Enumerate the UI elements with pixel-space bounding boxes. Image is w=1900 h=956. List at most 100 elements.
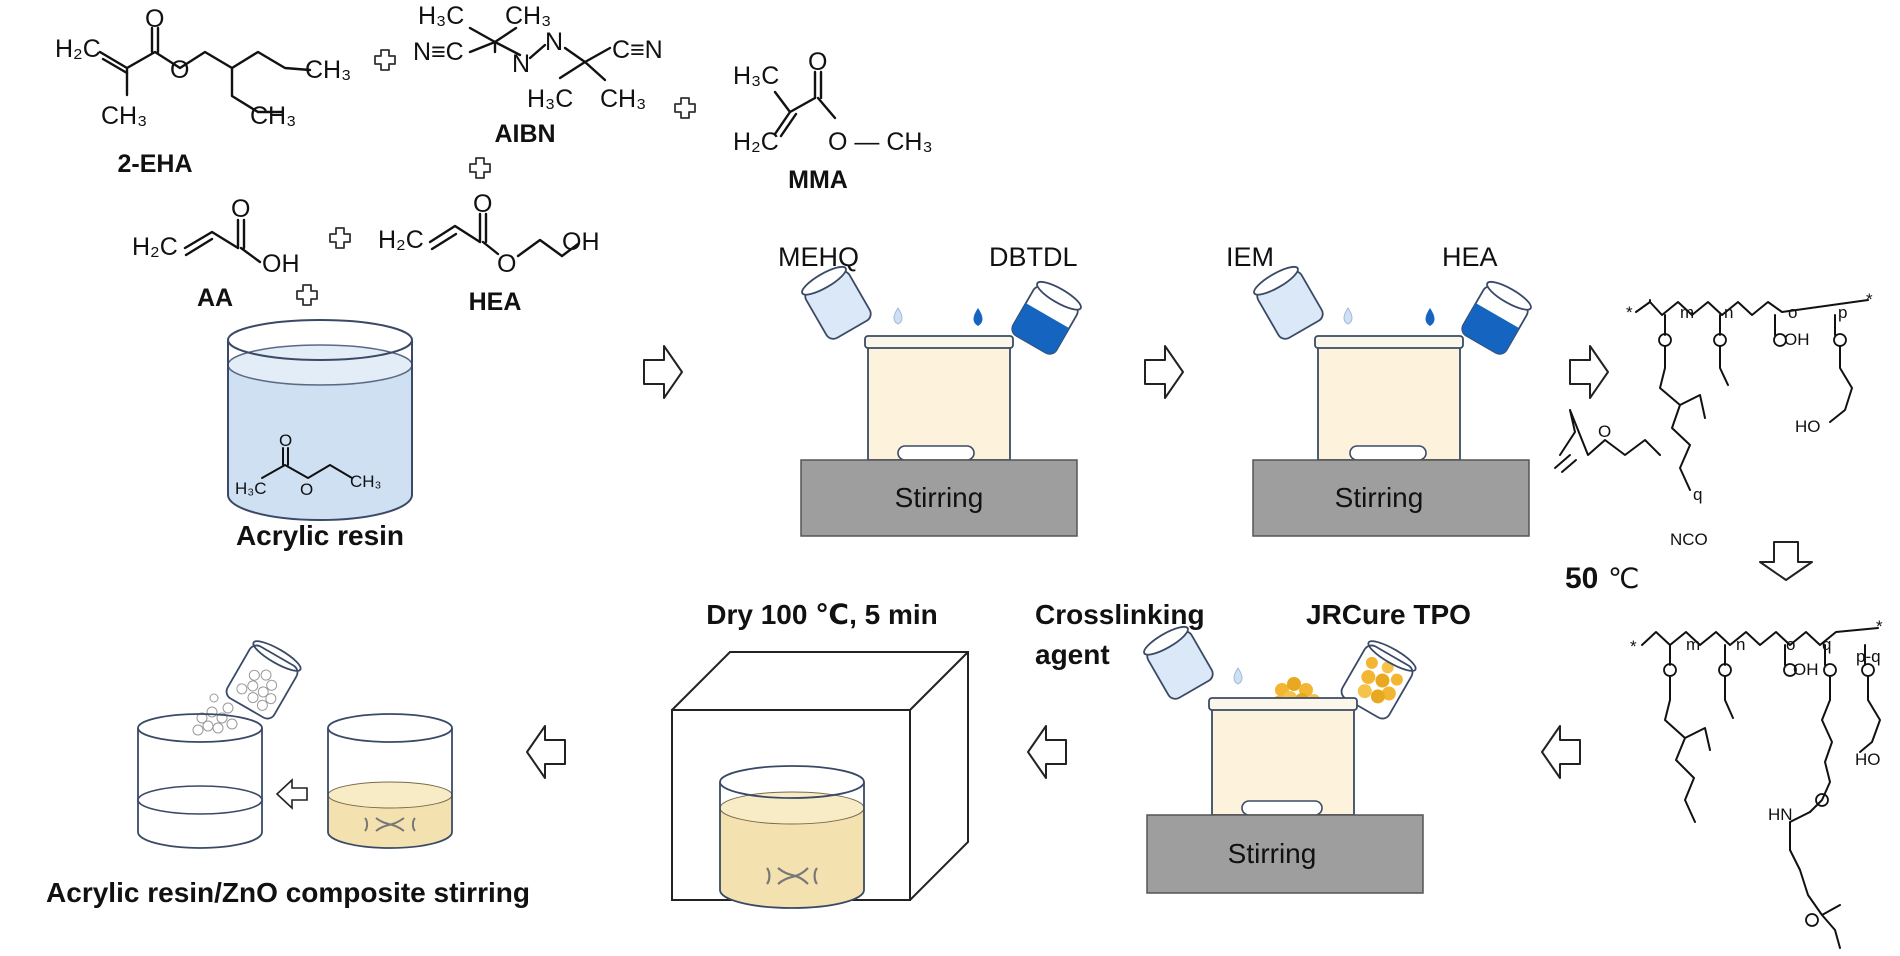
hollow-arrow-right-icon <box>1144 345 1184 399</box>
polymer-backbone-2: * * m n o q p-q OH HO HN <box>1630 617 1883 949</box>
label-mehq: MEHQ <box>778 242 859 272</box>
zno-particles-falling <box>192 693 238 736</box>
aibn-ch3-top: CH₃ <box>505 2 551 30</box>
step6-zno-composite: Acrylic resin/ZnO composite stirring <box>46 640 530 908</box>
polymer1-n: n <box>1724 303 1733 322</box>
monomer-2eha: H₂C O O CH₃ CH₃ CH₃ 2-EHA <box>55 5 351 178</box>
stirring-label: Stirring <box>895 482 984 513</box>
stir-bar-icon <box>1241 800 1323 816</box>
small-hollow-arrow-left-icon <box>275 778 308 810</box>
temperature-unit: ℃ <box>1608 563 1639 594</box>
polymer2-oh: OH <box>1793 660 1819 679</box>
plus-icon <box>374 49 396 71</box>
aibn-nc-left: N≡C <box>413 38 464 66</box>
ehma-ch3-methyl: CH₃ <box>101 102 147 130</box>
droplet-icon <box>1343 307 1353 325</box>
tilted-vial-icon <box>1011 280 1082 355</box>
tilted-vial-icon <box>801 265 872 340</box>
monomer-aibn: H₃C CH₃ N≡C N N C≡N H₃C CH₃ AIBN <box>413 2 663 148</box>
polymer2-pq: p-q <box>1856 647 1881 666</box>
polymer1-o: o <box>1788 303 1797 322</box>
solvent-ch3: CH₃ <box>350 472 381 491</box>
label-composite: Acrylic resin/ZnO composite stirring <box>46 877 530 908</box>
label-hea: HEA <box>469 288 522 316</box>
aibn-cn-right: C≡N <box>612 36 663 64</box>
hea-o-carbonyl: O <box>473 190 492 218</box>
polymer-backbone-1: * * m n o p OH HO <box>1626 290 1873 491</box>
mma-o-methyl: O — CH₃ <box>828 128 933 156</box>
label-dbtdl: DBTDL <box>989 242 1078 272</box>
polymer1-ho: HO <box>1795 417 1821 436</box>
label-acrylic-resin: Acrylic resin <box>236 520 404 551</box>
tilted-vial-icon <box>1253 265 1324 340</box>
polymer1-oh: OH <box>1784 330 1810 349</box>
beaker-icon <box>137 713 263 849</box>
droplet-icon <box>893 307 903 325</box>
monomer-hea: H₂C O O OH HEA <box>378 190 600 316</box>
aibn-ch3-bot: CH₃ <box>600 85 646 113</box>
label-jrcure-tpo: JRCure TPO <box>1306 599 1471 630</box>
label-aibn: AIBN <box>494 120 555 148</box>
stir-bar-icon <box>1349 445 1427 461</box>
iem-nco: NCO <box>1670 530 1708 549</box>
plus-icon <box>674 97 696 119</box>
ehma-ch3-chain: CH₃ <box>305 56 351 84</box>
stirrer-plate <box>1252 459 1530 537</box>
label-aa: AA <box>197 284 233 312</box>
stirrer-plate <box>1146 814 1424 894</box>
ehma-o-carbonyl: O <box>145 5 164 33</box>
plus-icon <box>329 227 351 249</box>
temperature-value: 50 <box>1565 562 1598 595</box>
solvent-beaker: O O H₃C CH₃ Acrylic resin <box>227 319 413 551</box>
aa-o: O <box>231 195 250 223</box>
ehma-h2c-atom: H₂C <box>55 35 101 63</box>
step4-stirring-setup: Crosslinking agent JRCure TPO Stirring <box>1035 599 1471 894</box>
step3-stirring-setup: IEM HEA Stirring <box>1226 242 1532 537</box>
aibn-h3c-top: H₃C <box>418 2 464 30</box>
polymer1-p: p <box>1838 303 1847 322</box>
iem-o: O <box>1598 422 1611 441</box>
droplet-icon <box>1233 667 1243 685</box>
tilted-vial-icon <box>1461 280 1532 355</box>
solvent-h3c: H₃C <box>235 479 266 498</box>
beaker-icon <box>327 713 453 849</box>
droplet-icon <box>1425 308 1435 326</box>
polymer1-star-right: * <box>1866 290 1873 309</box>
label-hea-reagent: HEA <box>1442 242 1498 272</box>
aibn-n1: N <box>512 50 530 78</box>
solvent-o: O <box>300 480 313 499</box>
hollow-arrow-left-icon <box>1027 725 1067 779</box>
stir-bar-icon <box>364 817 416 832</box>
polymer1-star-left: * <box>1626 303 1633 322</box>
hea-o-ester: O <box>497 250 516 278</box>
polymer2-o: o <box>1786 635 1795 654</box>
solvent-o-carbonyl: O <box>279 431 292 450</box>
hollow-arrow-left-icon <box>1541 725 1581 779</box>
label-2eha: 2-EHA <box>117 150 192 178</box>
step2-stirring-setup: MEHQ DBTDL Stirring <box>778 242 1082 537</box>
hea-h2c: H₂C <box>378 226 424 254</box>
label-iem: IEM <box>1226 242 1274 272</box>
tilted-vial-icon <box>1340 640 1417 720</box>
beaker-icon <box>719 765 865 909</box>
hollow-arrow-left-icon <box>526 725 566 779</box>
monomer-aa: H₂C O OH AA <box>132 195 300 312</box>
stirrer-plate <box>800 459 1078 537</box>
stirring-label: Stirring <box>1228 838 1317 869</box>
plus-icon <box>296 284 318 306</box>
aa-h2c: H₂C <box>132 233 178 261</box>
stir-bar-icon <box>766 867 818 885</box>
monomer-mma: H₃C O O — CH₃ H₂C MMA <box>733 48 933 194</box>
hea-oh: OH <box>562 228 600 256</box>
mma-o-carbonyl: O <box>808 48 827 76</box>
aibn-n2: N <box>545 28 563 56</box>
mma-h2c: H₂C <box>733 128 779 156</box>
stir-bar-icon <box>897 445 975 461</box>
hollow-arrow-right-icon <box>1569 345 1609 399</box>
hollow-arrow-down-icon <box>1759 541 1813 581</box>
polymer2-n: n <box>1736 635 1745 654</box>
label-dry: Dry 100 ℃, 5 min <box>706 599 938 630</box>
polymer2-q: q <box>1822 635 1831 654</box>
polymer2-m: m <box>1686 635 1700 654</box>
